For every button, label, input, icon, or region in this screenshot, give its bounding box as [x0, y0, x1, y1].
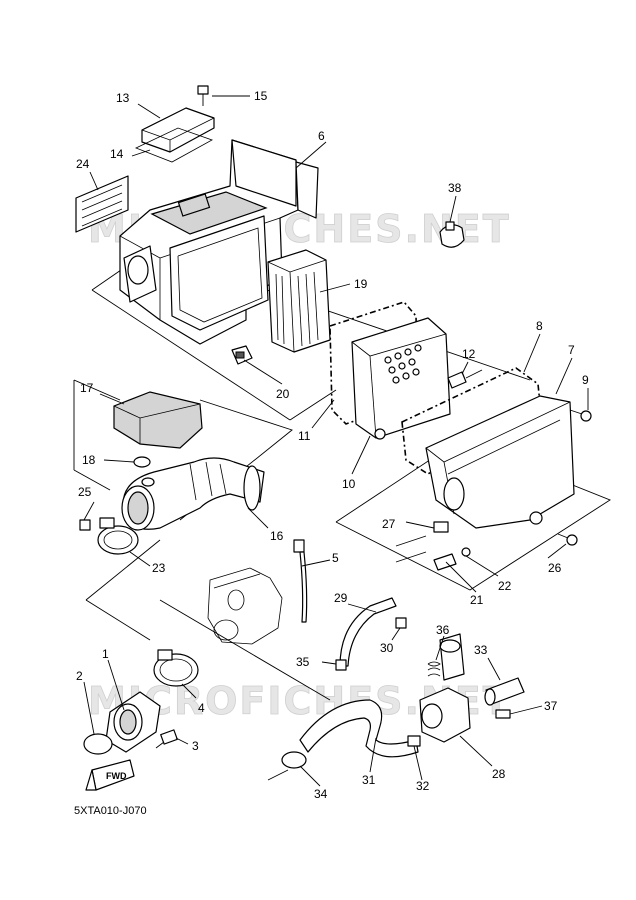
callout-30: 30 — [380, 641, 394, 655]
joint-screw[interactable] — [155, 729, 178, 749]
drain-hose-29[interactable] — [339, 597, 397, 667]
callout-12: 12 — [462, 347, 476, 361]
cap-screw[interactable] — [197, 85, 209, 106]
callout-13: 13 — [116, 91, 130, 105]
callout-35: 35 — [296, 655, 310, 669]
callout-25: 25 — [78, 485, 92, 499]
hose-clamp-38[interactable] — [439, 221, 465, 248]
callout-9: 9 — [582, 373, 589, 387]
case-clip[interactable] — [231, 345, 253, 365]
fwd-arrow-icon: FWD — [85, 759, 135, 791]
callout-6: 6 — [318, 129, 325, 143]
cover-screw[interactable] — [569, 409, 592, 422]
callout-4: 4 — [198, 701, 205, 715]
callout-29: 29 — [334, 591, 348, 605]
carburetor-outline — [207, 567, 283, 645]
valve-plug-33[interactable] — [484, 677, 525, 706]
leader-lines — [83, 95, 589, 787]
callout-11: 11 — [298, 429, 311, 443]
valve-spring-36[interactable] — [427, 661, 441, 677]
callout-2: 2 — [76, 669, 83, 683]
air-filter-cover[interactable] — [425, 395, 575, 529]
cable-tie[interactable] — [293, 539, 308, 623]
callout-1: 1 — [102, 647, 109, 661]
callout-16: 16 — [270, 529, 284, 543]
drain-valve[interactable] — [419, 633, 471, 743]
callout-22: 22 — [498, 579, 512, 593]
callout-24: 24 — [76, 157, 90, 171]
valve-bolt-37[interactable] — [495, 709, 511, 719]
hose-clip-30[interactable] — [395, 617, 407, 629]
callout-26: 26 — [548, 561, 562, 575]
breather-hose-dashed — [395, 535, 427, 563]
breather-joint[interactable] — [433, 521, 471, 571]
callout-38: 38 — [448, 181, 462, 195]
joint-bolt[interactable] — [79, 519, 91, 531]
diagram-code: 5XTA010-J070 — [74, 805, 147, 817]
callout-36: 36 — [436, 623, 450, 637]
callout-18: 18 — [82, 453, 96, 467]
callout-33: 33 — [474, 643, 488, 657]
o-ring[interactable] — [83, 733, 113, 755]
bracket-bolt[interactable] — [557, 533, 578, 546]
filter-guide[interactable] — [351, 317, 451, 440]
callout-3: 3 — [192, 739, 199, 753]
callout-28: 28 — [492, 767, 506, 781]
callout-8: 8 — [536, 319, 543, 333]
access-cap[interactable] — [134, 107, 215, 163]
callout-31: 31 — [362, 773, 376, 787]
valve-clip-32[interactable] — [407, 735, 421, 747]
svg-text:FWD: FWD — [106, 771, 127, 781]
air-filter-case[interactable] — [119, 139, 319, 345]
hose-clamp-34[interactable] — [267, 751, 307, 781]
duct-clip[interactable] — [133, 456, 151, 468]
callout-17: 17 — [80, 381, 94, 395]
side-cover-plate[interactable] — [75, 175, 129, 233]
callout-19: 19 — [354, 277, 368, 291]
callout-10: 10 — [342, 477, 356, 491]
callout-21: 21 — [470, 593, 484, 607]
duct-foam[interactable] — [113, 391, 203, 449]
callout-14: 14 — [110, 147, 124, 161]
callout-37: 37 — [544, 699, 558, 713]
callout-5: 5 — [332, 551, 339, 565]
callout-20: 20 — [276, 387, 290, 401]
callout-27: 27 — [382, 517, 396, 531]
guide-holes — [384, 344, 422, 384]
band-clamp-23[interactable] — [97, 517, 139, 555]
hose-clip-35[interactable] — [335, 659, 347, 671]
callout-23: 23 — [152, 561, 166, 575]
intake-joint[interactable] — [121, 457, 265, 531]
callout-7: 7 — [568, 343, 575, 357]
callouts: 13 14 15 24 6 38 19 8 7 9 12 20 17 11 10… — [76, 89, 589, 801]
air-filter-element[interactable] — [267, 249, 331, 353]
guide-bolt[interactable] — [447, 369, 483, 389]
callout-15: 15 — [254, 89, 268, 103]
callout-32: 32 — [416, 779, 430, 793]
band-clamp-4[interactable] — [153, 649, 199, 687]
callout-34: 34 — [314, 787, 328, 801]
